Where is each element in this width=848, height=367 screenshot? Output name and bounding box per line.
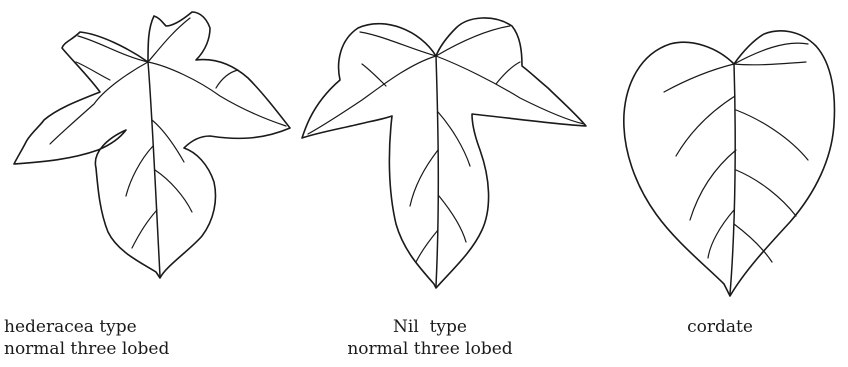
hederacea-vein — [132, 210, 157, 248]
cordate-vein — [734, 224, 772, 262]
cordate-caption-line-1: cordate — [620, 316, 820, 338]
cordate-vein — [734, 62, 806, 65]
hederacea-midrib — [148, 62, 160, 276]
leaf-drawings — [0, 0, 848, 300]
hederacea-leaf-drawing — [14, 12, 290, 278]
hederacea-vein — [148, 62, 286, 126]
hederacea-caption-line-1: hederacea type — [4, 316, 220, 338]
nil-midrib — [436, 56, 438, 286]
nil-vein — [496, 62, 520, 84]
nil-caption-line-2: normal three lobed — [310, 338, 550, 360]
cordate-leaf-drawing — [624, 31, 835, 296]
cordate-vein — [736, 110, 808, 160]
hederacea-vein — [148, 18, 190, 62]
cordate-vein — [690, 150, 736, 220]
cordate-vein — [708, 210, 734, 258]
cordate-vein — [676, 96, 735, 156]
nil-leaf-outline — [302, 18, 586, 288]
nil-vein — [360, 32, 436, 56]
nil-vein — [438, 112, 470, 166]
nil-vein — [436, 56, 584, 124]
cordate-vein — [736, 170, 796, 216]
nil-vein — [308, 56, 436, 134]
hederacea-vein — [126, 146, 153, 196]
nil-vein — [439, 196, 466, 242]
cordate-leaf-outline — [624, 31, 835, 296]
hederacea-leaf-outline — [14, 12, 290, 278]
cordate-vein — [734, 43, 808, 64]
nil-vein — [416, 230, 438, 262]
nil-vein — [410, 150, 438, 206]
cordate-caption: cordate — [620, 316, 820, 338]
nil-caption: Nil type normal three lobed — [310, 316, 550, 360]
nil-vein — [362, 64, 386, 86]
hederacea-vein — [216, 70, 238, 88]
hederacea-vein — [76, 62, 110, 80]
nil-leaf-drawing — [302, 18, 586, 288]
hederacea-vein — [78, 36, 148, 62]
nil-vein — [436, 26, 510, 56]
hederacea-vein — [155, 170, 192, 212]
hederacea-caption: hederacea type normal three lobed — [0, 316, 220, 360]
hederacea-vein — [152, 120, 184, 162]
nil-caption-line-1: Nil type — [310, 316, 550, 338]
hederacea-caption-line-2: normal three lobed — [4, 338, 220, 360]
cordate-vein — [664, 64, 734, 92]
